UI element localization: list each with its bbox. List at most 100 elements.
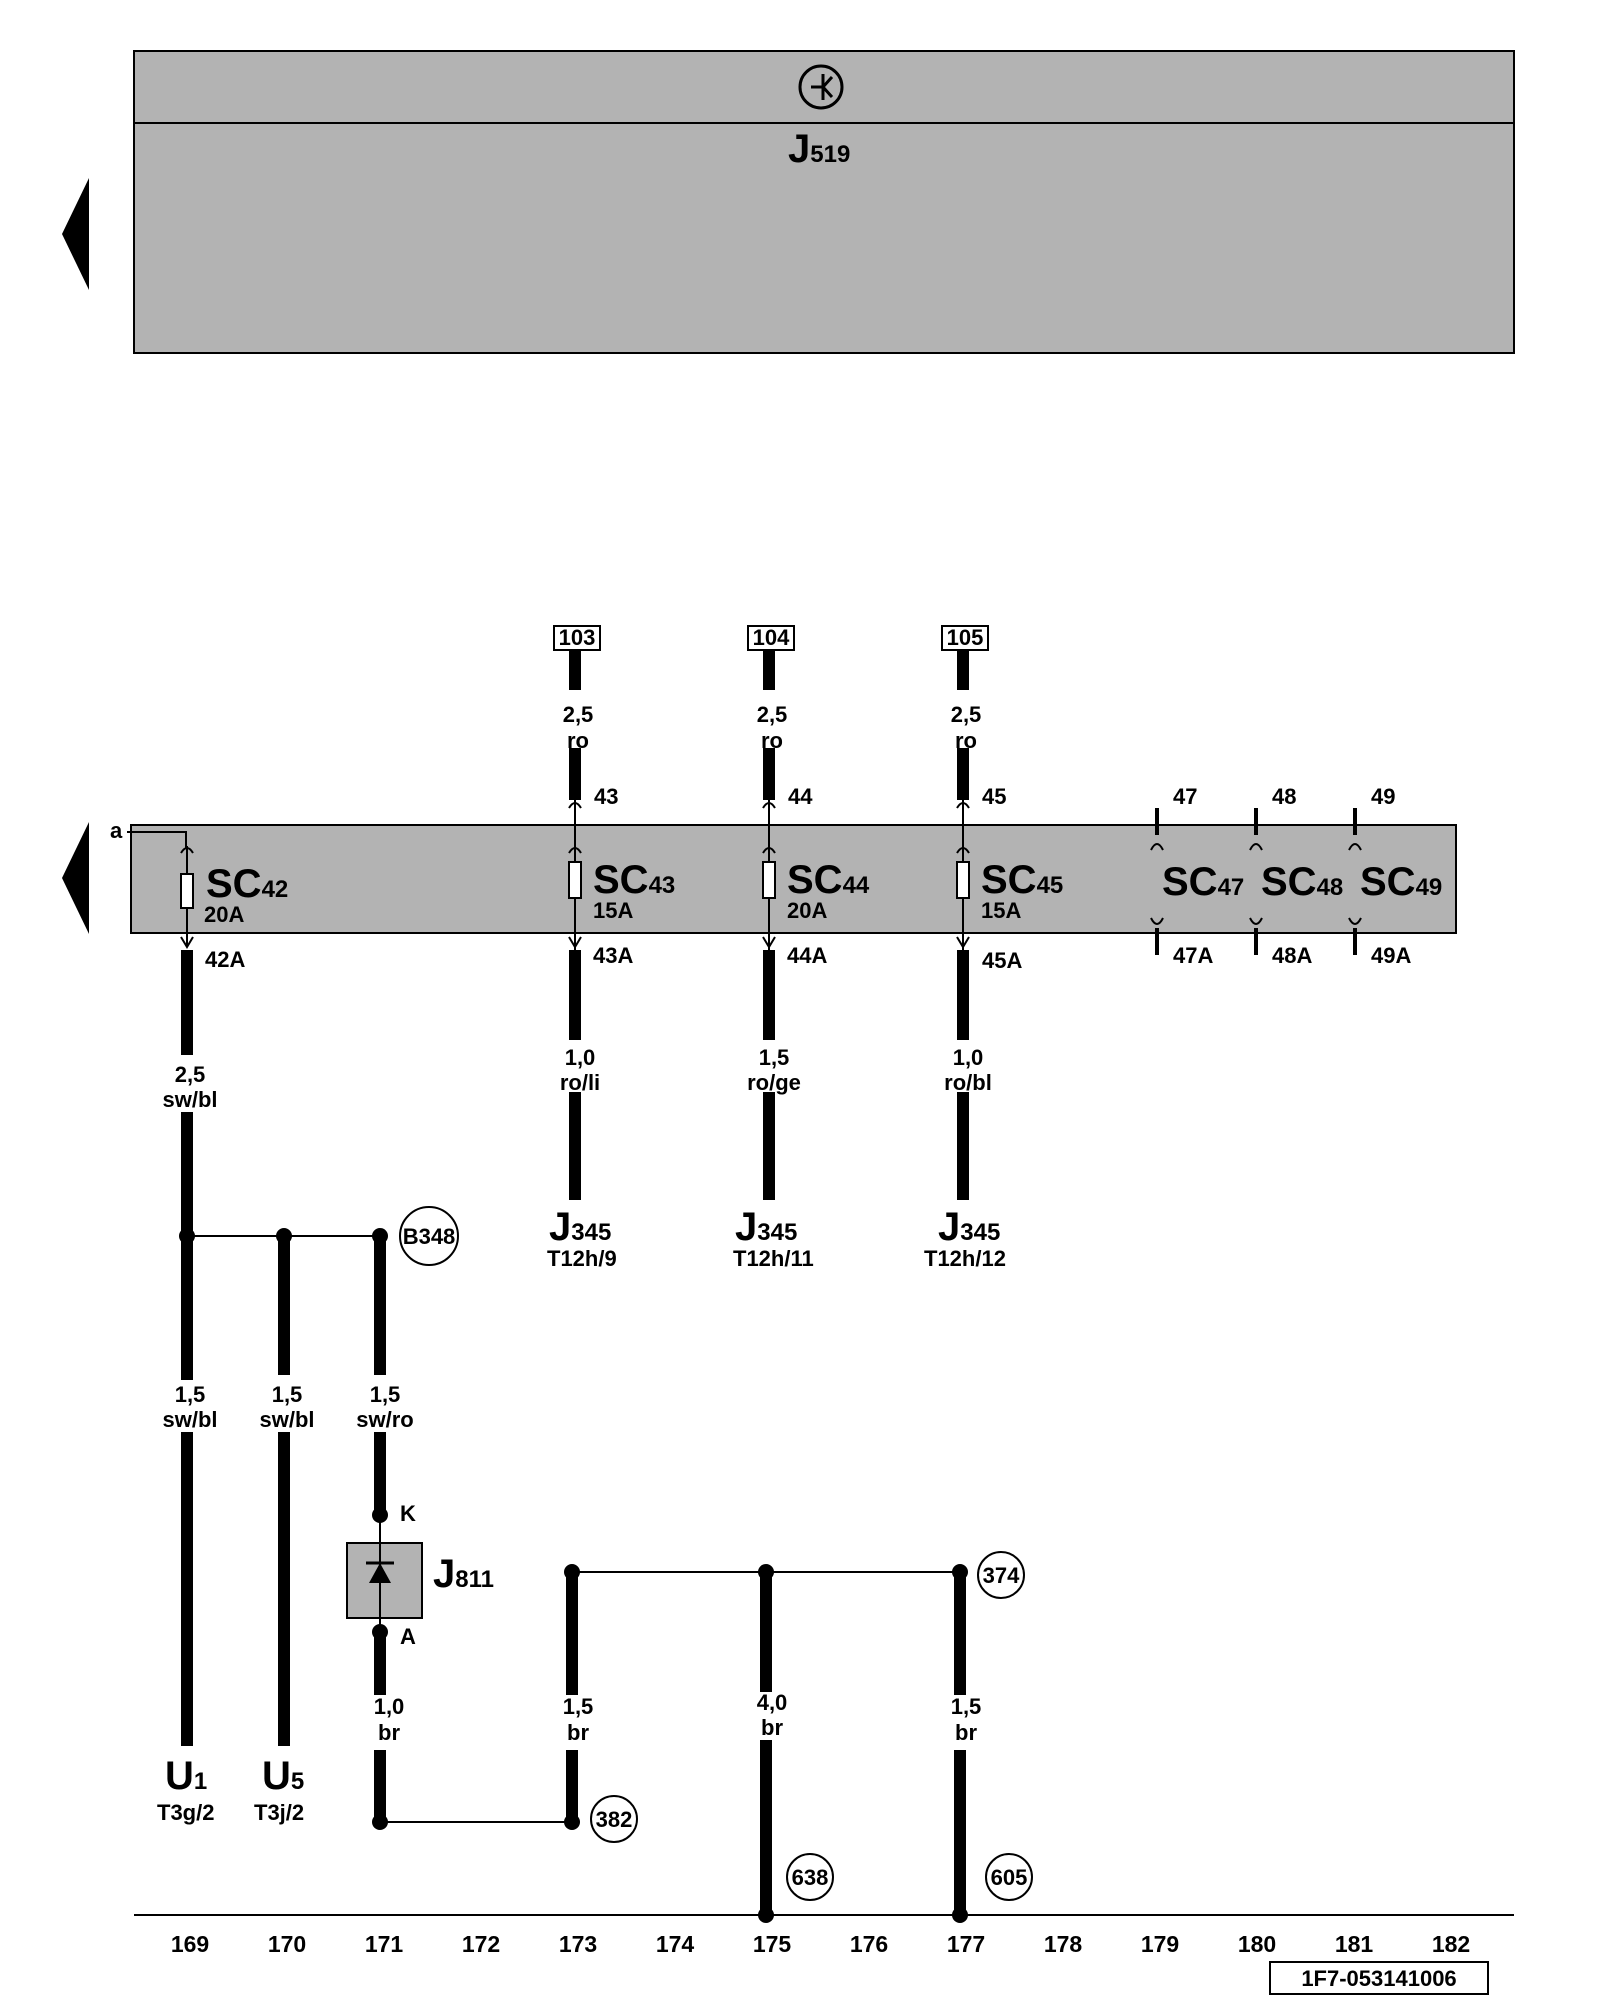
relay-j811: K A J811 <box>346 1501 494 1649</box>
fuse-sc44: 44 SC44 20A 44A <box>762 784 870 968</box>
svg-text:T12h/11: T12h/11 <box>733 1246 814 1271</box>
svg-text:U5: U5 <box>262 1754 304 1798</box>
svg-text:44: 44 <box>788 784 813 809</box>
svg-text:A: A <box>400 1624 416 1649</box>
svg-text:180: 180 <box>1238 1931 1276 1957</box>
svg-text:1,5: 1,5 <box>951 1694 982 1719</box>
svg-text:42A: 42A <box>205 947 245 972</box>
ref-box-104: 104 <box>747 625 795 651</box>
thick-wires <box>181 650 969 1915</box>
dest-j345-pin11: J345 T12h/11 <box>733 1205 814 1271</box>
dest-u5: U5 T3j/2 <box>254 1754 304 1825</box>
wire-label-ground-177: 1,5 br <box>951 1694 982 1745</box>
j519-label: J519 <box>788 127 850 171</box>
svg-text:sw/bl: sw/bl <box>162 1407 217 1432</box>
connection-b348: B348 <box>399 1206 459 1266</box>
wire-label-ref103: 2,5 ro <box>563 702 594 753</box>
svg-text:179: 179 <box>1141 1931 1179 1957</box>
wire-label-sc42: 2,5 sw/bl <box>162 1062 217 1112</box>
continuation-arrow-icon <box>62 178 89 290</box>
dest-u1: U1 T3g/2 <box>157 1754 214 1825</box>
svg-text:178: 178 <box>1044 1931 1083 1957</box>
svg-text:171: 171 <box>365 1931 404 1957</box>
svg-text:47A: 47A <box>1173 943 1213 968</box>
svg-text:br: br <box>567 1720 589 1745</box>
svg-text:1,5: 1,5 <box>272 1382 303 1407</box>
svg-text:br: br <box>378 1720 400 1745</box>
svg-text:ro/bl: ro/bl <box>944 1070 992 1095</box>
svg-text:43: 43 <box>594 784 618 809</box>
svg-text:105: 105 <box>947 625 984 650</box>
svg-text:J345: J345 <box>938 1205 1000 1249</box>
svg-text:20A: 20A <box>204 902 244 927</box>
fuse-box-tag: a <box>110 818 123 843</box>
svg-text:638: 638 <box>792 1865 829 1890</box>
svg-text:174: 174 <box>656 1931 695 1957</box>
svg-text:169: 169 <box>171 1931 209 1957</box>
connection-605: 605 <box>985 1853 1033 1901</box>
svg-text:sw/bl: sw/bl <box>259 1407 314 1432</box>
junction-dots <box>179 1228 968 1923</box>
svg-text:2,5: 2,5 <box>951 702 982 727</box>
svg-text:2,5: 2,5 <box>757 702 788 727</box>
dest-j345-pin9: J345 T12h/9 <box>547 1205 617 1271</box>
wire-label-ground-175: 4,0 br <box>757 1690 788 1740</box>
ref-box-105: 105 <box>941 625 989 651</box>
fuse-box-tag-line <box>127 831 187 848</box>
svg-text:T12h/12: T12h/12 <box>924 1246 1006 1271</box>
svg-text:T3g/2: T3g/2 <box>157 1800 214 1825</box>
connection-382: 382 <box>590 1795 638 1843</box>
svg-text:ro/ge: ro/ge <box>747 1070 801 1095</box>
svg-text:103: 103 <box>559 625 596 650</box>
svg-text:T3j/2: T3j/2 <box>254 1800 304 1825</box>
svg-text:1,0: 1,0 <box>374 1694 405 1719</box>
svg-text:SC42: SC42 <box>206 862 288 906</box>
svg-text:605: 605 <box>991 1865 1028 1890</box>
fuse-slot-sc48: 48 SC48 48A <box>1249 784 1343 968</box>
fuse-sc43: 43 SC43 15A 43A <box>568 784 675 968</box>
wire-label-sc45: 1,0 ro/bl <box>944 1045 992 1095</box>
svg-text:2,5: 2,5 <box>563 702 594 727</box>
svg-text:176: 176 <box>850 1931 888 1957</box>
svg-text:172: 172 <box>462 1931 500 1957</box>
j519-panel <box>133 50 1515 354</box>
svg-text:U1: U1 <box>165 1754 207 1798</box>
wire-label-ref104: 2,5 ro <box>757 702 788 753</box>
wire-label-u1: 1,5 sw/bl <box>162 1382 217 1432</box>
svg-text:SC43: SC43 <box>593 858 675 902</box>
connection-374: 374 <box>977 1551 1025 1599</box>
wire-label-j811-a: 1,0 br <box>374 1694 405 1745</box>
svg-text:48: 48 <box>1272 784 1296 809</box>
svg-text:SC44: SC44 <box>787 858 870 902</box>
svg-text:45A: 45A <box>982 948 1022 973</box>
svg-text:SC47: SC47 <box>1162 860 1244 904</box>
svg-text:15A: 15A <box>981 898 1021 923</box>
ground-symbol-icon <box>798 64 844 110</box>
svg-text:1,0: 1,0 <box>953 1045 984 1070</box>
svg-text:SC45: SC45 <box>981 858 1063 902</box>
svg-text:44A: 44A <box>787 943 827 968</box>
svg-text:15A: 15A <box>593 898 633 923</box>
svg-text:SC48: SC48 <box>1261 860 1343 904</box>
footer-code-box: 1F7-053141006 <box>1269 1961 1489 1995</box>
svg-text:175: 175 <box>753 1931 792 1957</box>
svg-text:J345: J345 <box>549 1205 611 1249</box>
svg-text:382: 382 <box>596 1807 633 1832</box>
svg-text:T12h/9: T12h/9 <box>547 1246 617 1271</box>
svg-text:374: 374 <box>983 1563 1020 1588</box>
svg-text:2,5: 2,5 <box>175 1062 206 1087</box>
fuse-slot-sc49: 49 SC49 49A <box>1348 784 1442 968</box>
svg-text:sw/bl: sw/bl <box>162 1087 217 1112</box>
svg-text:49A: 49A <box>1371 943 1411 968</box>
fuse-sc45: 45 SC45 15A 45A <box>956 784 1063 973</box>
svg-text:J345: J345 <box>735 1205 797 1249</box>
svg-text:br: br <box>955 1720 977 1745</box>
connection-638: 638 <box>786 1853 834 1901</box>
svg-text:ro: ro <box>955 728 977 753</box>
svg-text:43A: 43A <box>593 943 633 968</box>
dest-j345-pin12: J345 T12h/12 <box>924 1205 1006 1271</box>
svg-text:49: 49 <box>1371 784 1395 809</box>
wire-label-u5: 1,5 sw/bl <box>259 1382 314 1432</box>
svg-text:ro: ro <box>761 728 783 753</box>
wire-label-ref105: 2,5 ro <box>951 702 982 753</box>
